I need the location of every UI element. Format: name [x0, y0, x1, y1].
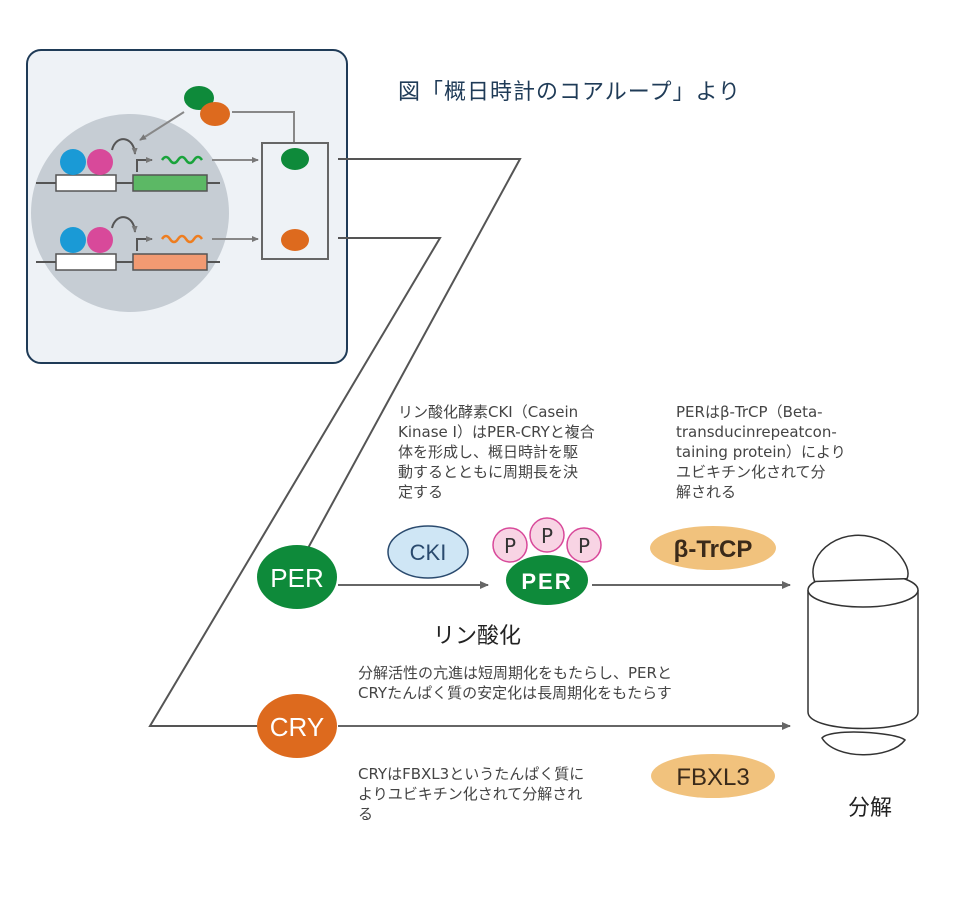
proteasome-icon: [807, 534, 919, 756]
cry-node: [257, 694, 337, 758]
phosphorylated-per-node: [506, 555, 588, 605]
activator-magenta-2: [87, 227, 113, 253]
transcription-start-1: [136, 157, 153, 172]
nucleus: [31, 114, 229, 312]
activation-arrow-1: [111, 138, 138, 155]
per-connector-line: [294, 158, 522, 573]
phosphorylation-label: リン酸化: [433, 624, 522, 649]
phosphate-3: [566, 527, 602, 563]
transcription-start-2: [136, 236, 153, 251]
cki-node: [387, 525, 469, 579]
feedback-line: [232, 111, 295, 143]
fbxl3-note: CRYはFBXL3というたんぱく質に よりユビキチン化されて分解され る: [358, 765, 585, 823]
diagram-title: 図「概日時計のコアループ」より: [398, 80, 742, 105]
promoter-box-1: [55, 174, 117, 192]
activator-blue-2: [60, 227, 86, 253]
cki-label: CKI: [410, 540, 447, 565]
activator-blue-1: [60, 149, 86, 175]
phosphorylated-per-label: PER: [521, 569, 572, 594]
beta-trcp-note: PERはβ-TrCP（Beta- transducinrepeatcon- ta…: [676, 403, 846, 501]
activator-magenta-1: [87, 149, 113, 175]
fbxl3-node: [651, 754, 775, 798]
per-node: [257, 545, 337, 609]
cry-protein-feedback: [200, 102, 230, 126]
cry-gene-box: [132, 253, 208, 271]
beta-trcp-node: [650, 526, 776, 570]
phosphate-2-label: P: [541, 524, 553, 548]
activation-arrow-2: [111, 216, 138, 233]
cki-note: リン酸化酵素CKI（Casein Kinase I）はPER-CRYと複合 体を…: [398, 403, 595, 501]
degradation-label: 分解: [848, 796, 893, 821]
per-mrna: [160, 155, 204, 165]
per-protein: [281, 148, 309, 170]
per-node-label: PER: [270, 563, 323, 593]
cry-node-label: CRY: [270, 712, 324, 742]
inset-panel: [26, 49, 348, 364]
per-gene-box: [132, 174, 208, 192]
feedback-arrow: [139, 111, 185, 141]
promoter-box-2: [55, 253, 117, 271]
per-protein-feedback: [184, 86, 214, 110]
phosphate-1-label: P: [504, 534, 516, 558]
stability-note: 分解活性の亢進は短周期化をもたらし、PERと CRYたんぱく質の安定化は長周期化…: [358, 664, 672, 702]
phosphate-2: [529, 517, 565, 553]
cry-protein: [281, 229, 309, 251]
fbxl3-label: FBXL3: [676, 764, 749, 791]
beta-trcp-label: β-TrCP: [674, 536, 753, 563]
cry-connector-line: [148, 237, 442, 727]
cry-mrna: [160, 234, 204, 244]
phosphate-3-label: P: [578, 534, 590, 558]
phosphate-1: [492, 527, 528, 563]
